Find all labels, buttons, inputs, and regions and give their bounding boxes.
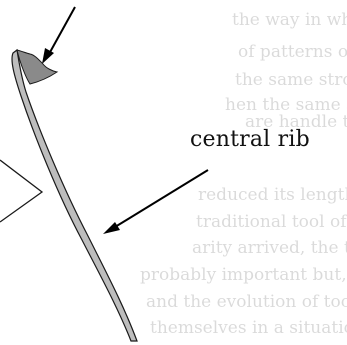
rib-arrow-shaft	[115, 170, 208, 227]
central-rib-label: central rib	[188, 127, 312, 152]
bulb-arrowhead	[42, 48, 54, 64]
diamond-outline	[0, 160, 42, 222]
rib-arrowhead	[103, 222, 120, 234]
bulb-arrow-shaft	[49, 7, 75, 54]
central-rib-shape	[12, 50, 137, 341]
